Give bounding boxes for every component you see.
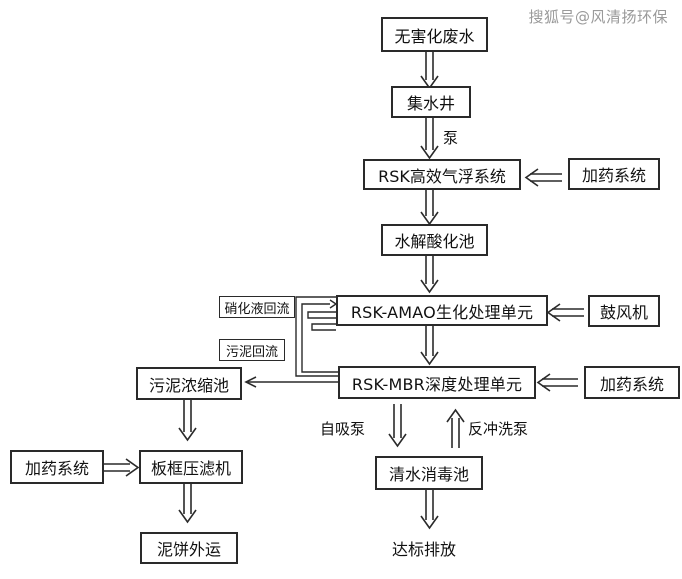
node-thickener: 污泥浓缩池 [136,367,242,400]
node-amao: RSK-AMAO生化处理单元 [336,295,548,326]
arrow-blower-to-amao [546,303,584,322]
node-dosing3: 加药系统 [10,450,104,484]
label-backwash-pump: 反冲洗泵 [468,420,529,438]
node-blower: 鼓风机 [588,295,660,327]
arrow-dosing3-to-filterpress [104,458,140,477]
arrow-hydrolysis-to-amao [420,256,439,294]
arrow-amao-to-mbr [420,326,439,366]
node-dosing2: 加药系统 [584,366,680,399]
node-dosing1: 加药系统 [568,158,660,190]
node-filterpress: 板框压滤机 [139,450,243,484]
arrow-filterpress-to-sludgeout [178,484,197,524]
node-disinfection: 清水消毒池 [375,456,483,490]
node-hydrolysis: 水解酸化池 [381,224,488,256]
arrow-sump-to-daf [420,118,439,160]
arrow-disinfection-to-mbr [446,408,465,448]
node-mbr: RSK-MBR深度处理单元 [338,366,536,399]
watermark-text: 搜狐号@风清扬环保 [528,8,668,26]
arrow-thickener-to-filterpress [178,400,197,442]
arrow-disinfection-to-discharge [420,490,439,530]
arrow-daf-to-hydrolysis [420,190,439,226]
node-wastewater: 无害化废水 [381,17,488,52]
node-discharge: 达标排放 [392,540,457,559]
node-sludge-out: 泥饼外运 [140,532,238,564]
arrow-dosing1-to-daf [524,168,562,187]
node-sump: 集水井 [391,86,471,118]
arrow-dosing2-to-mbr [536,373,578,392]
label-self-priming-pump: 自吸泵 [320,420,366,438]
arrow-wastewater-to-sump [420,52,439,90]
node-nitrate-return: 硝化液回流 [219,296,295,318]
arrow-mbr-to-disinfection [388,404,407,448]
arrow-mbr-to-thickener [244,376,338,388]
node-sludge-return: 污泥回流 [219,339,285,361]
return-lines [295,296,338,377]
label-pump: 泵 [443,129,459,147]
node-daf: RSK高效气浮系统 [363,159,521,190]
